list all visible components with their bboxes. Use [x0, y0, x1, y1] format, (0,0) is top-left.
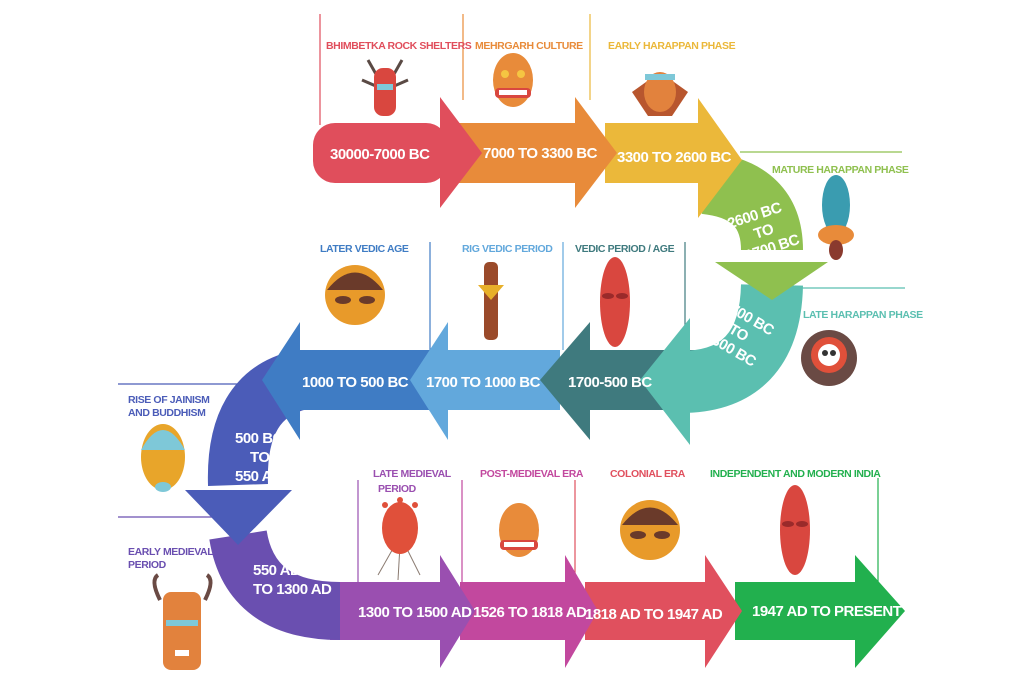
label-jainism-1: RISE OF JAINISM — [128, 394, 210, 406]
mask-icon-mature-harappan — [818, 175, 854, 260]
label-rig-vedic: RIG VEDIC PERIOD — [462, 243, 553, 255]
arrow-bhimbetka — [313, 97, 482, 208]
mask-icon-colonial — [620, 500, 680, 560]
range-jainism-3: 550 AD — [235, 468, 283, 485]
range-post-medieval: 1526 TO 1818 AD — [473, 604, 587, 621]
arrow-green-modern — [735, 555, 905, 668]
range-jainism-2: TO — [250, 449, 270, 466]
label-bhimbetka: BHIMBETKA ROCK SHELTERS — [326, 40, 472, 52]
mask-icon-bhimbetka — [361, 59, 409, 116]
range-late-medieval: 1300 TO 1500 AD — [358, 604, 472, 621]
range-early-medieval-1: 550 AD — [253, 562, 301, 579]
arrow-late-harappan — [640, 283, 803, 445]
arrow-early-harappan — [605, 98, 742, 218]
label-late-harappan: LATE HARAPPAN PHASE — [803, 309, 923, 321]
label-modern: INDEPENDENT AND MODERN INDIA — [710, 468, 881, 480]
mask-icon-modern — [780, 485, 810, 575]
range-colonial: 1818 AD TO 1947 AD — [585, 606, 723, 623]
mask-icon-rig-vedic — [478, 262, 504, 340]
mask-icon-jainism — [141, 424, 185, 492]
arrow-purple-late-medieval — [330, 555, 475, 668]
range-jainism-1: 500 BC — [235, 430, 284, 447]
label-late-medieval-2: PERIOD — [378, 483, 417, 495]
label-jainism-2: AND BUDDHISM — [128, 407, 206, 419]
arrow-magenta-post-medieval — [460, 555, 598, 668]
mask-icon-early-harappan — [632, 72, 688, 116]
mask-icon-vedic — [600, 257, 630, 347]
mask-icon-late-harappan — [801, 330, 857, 386]
leader-lines — [118, 14, 905, 585]
mask-icon-mehrgarh — [493, 53, 533, 107]
label-early-harappan: EARLY HARAPPAN PHASE — [608, 40, 736, 52]
range-bhimbetka: 30000-7000 BC — [330, 146, 430, 163]
range-mature-harappan-2: TO — [752, 220, 777, 242]
label-mature-harappan: MATURE HARAPPAN PHASE — [772, 164, 909, 176]
arrow-early-medieval — [209, 529, 341, 640]
range-early-medieval-2: TO 1300 AD — [253, 581, 332, 598]
label-early-medieval-2: PERIOD — [128, 559, 167, 571]
label-post-medieval: POST-MEDIEVAL ERA — [480, 468, 584, 480]
range-later-vedic: 1000 TO 500 BC — [302, 374, 409, 391]
label-colonial: COLONIAL ERA — [610, 468, 686, 480]
label-early-medieval-1: EARLY MEDIEVAL — [128, 546, 214, 558]
label-later-vedic: LATER VEDIC AGE — [320, 243, 409, 255]
label-mehrgarh: MEHRGARH CULTURE — [475, 40, 583, 52]
mask-icon-later-vedic — [325, 265, 385, 325]
range-rig-vedic: 1700 TO 1000 BC — [426, 374, 541, 391]
range-vedic: 1700-500 BC — [568, 374, 652, 391]
range-mehrgarh: 7000 TO 3300 BC — [483, 145, 598, 162]
label-late-medieval-1: LATE MEDIEVAL — [373, 468, 452, 480]
label-vedic: VEDIC PERIOD / AGE — [575, 243, 675, 255]
mask-icon-late-medieval — [377, 497, 421, 581]
range-early-harappan: 3300 TO 2600 BC — [617, 149, 732, 166]
mask-icon-early-medieval — [152, 573, 213, 670]
mask-icon-post-medieval — [499, 503, 539, 557]
arrow-red-colonial — [585, 555, 742, 668]
range-modern: 1947 AD TO PRESENT — [752, 603, 902, 620]
